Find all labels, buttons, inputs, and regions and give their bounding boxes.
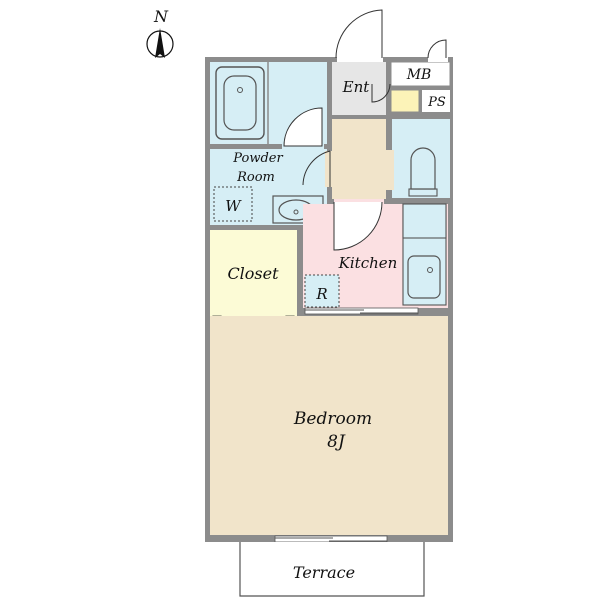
entrance-door-opening (337, 54, 383, 62)
sliding-door-track (304, 307, 419, 315)
bathtub-inner (223, 75, 257, 131)
kitchen-label: Kitchen (338, 254, 398, 272)
closet-label: Closet (227, 264, 279, 283)
terrace-outline (239, 542, 425, 597)
washer-label: W (225, 197, 242, 215)
powder-room-label-line1: Powder (232, 151, 283, 166)
bedroom-size-label: 8J (327, 432, 346, 452)
toilet-icon (410, 147, 436, 190)
shoe-closet-swing (371, 83, 391, 103)
toilet-tank (408, 188, 438, 197)
closet-floor (210, 230, 297, 316)
entrance-label: Ent (342, 78, 371, 96)
toilet-door-opening (386, 150, 394, 190)
terrace-label: Terrace (293, 563, 355, 582)
stove-area (402, 203, 447, 239)
kitchen-sink-drain (427, 267, 433, 273)
pipe-space (390, 89, 420, 113)
kitchen-door-swing (333, 201, 383, 251)
compass-arrow-icon (155, 28, 165, 58)
hallway-floor (332, 119, 386, 199)
ps-label-box (422, 90, 450, 112)
sink-drain (293, 209, 299, 215)
entrance-door-swing (335, 9, 383, 59)
fridge-space (304, 274, 340, 308)
powder-door-opening (325, 151, 333, 187)
pipe-space-label: PS (427, 95, 446, 110)
powder-door-swing (302, 150, 331, 186)
bedroom-label: Bedroom (293, 409, 372, 429)
powder-room-label-line2: Room (236, 170, 275, 185)
bedroom-floor (210, 316, 448, 535)
fridge-label: R (315, 285, 327, 303)
meter-box (390, 61, 451, 87)
bath-drain (237, 87, 243, 93)
bath-door-swing (283, 107, 323, 147)
meter-box-label: MB (406, 67, 432, 83)
compass-north-label: N (153, 7, 169, 26)
kitchen-sink-icon (407, 255, 441, 299)
mb-door-opening (428, 54, 448, 62)
mb-door-swing (427, 39, 447, 59)
washer-space (213, 186, 253, 222)
compass: N (146, 7, 174, 58)
bathtub-icon (215, 66, 265, 140)
entrance-floor (332, 62, 386, 115)
